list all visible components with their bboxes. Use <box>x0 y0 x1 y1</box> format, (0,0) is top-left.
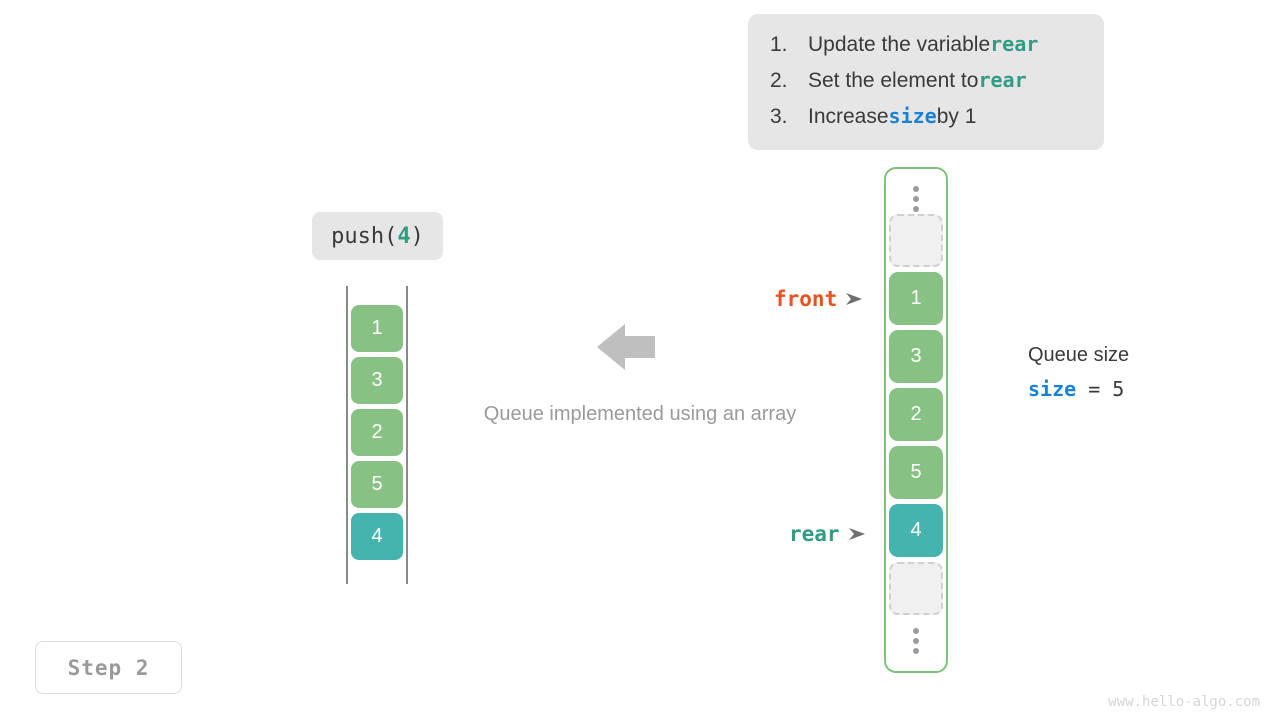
instruction-callout: 1. Update the variable rear 2. Set the e… <box>748 14 1104 150</box>
front-pointer-label: front <box>774 287 863 311</box>
push-argument-value: 4 <box>397 223 411 249</box>
site-watermark: www.hello-algo.com <box>1108 694 1260 710</box>
instruction-text-pre: Set the element to <box>808 69 979 92</box>
instruction-item-2: 2. Set the element to rear <box>770 68 1084 104</box>
instruction-number: 2. <box>770 69 788 92</box>
instruction-text-pre: Update the variable <box>808 33 991 56</box>
dot <box>913 638 919 644</box>
step-badge: Step 2 <box>35 641 182 694</box>
array-cell: 1 <box>351 305 403 352</box>
push-function-name: push( <box>331 223 398 249</box>
instruction-number: 1. <box>770 33 788 56</box>
dot <box>913 648 919 654</box>
array-representation: 1 3 2 5 4 <box>340 286 410 584</box>
dot <box>913 628 919 634</box>
instruction-item-1: 1. Update the variable rear <box>770 32 1084 68</box>
ellipsis-bottom-icon <box>913 628 919 654</box>
queue-size-title: Queue size <box>1028 344 1130 366</box>
array-bracket-left <box>346 286 348 584</box>
array-cell: 2 <box>351 409 403 456</box>
dot <box>913 206 919 212</box>
instruction-keyword-rear: rear <box>978 68 1027 92</box>
front-pointer-text: front <box>774 287 838 311</box>
queue-container: 1 3 2 5 4 <box>884 167 948 673</box>
queue-cell: 3 <box>889 330 943 383</box>
array-bracket-right <box>406 286 408 584</box>
array-cell-highlighted: 4 <box>351 513 403 560</box>
size-equals-sign: = <box>1076 377 1113 401</box>
queue-cell-empty <box>889 214 943 267</box>
instruction-keyword-rear: rear <box>990 32 1039 56</box>
size-variable-name: size <box>1028 377 1077 401</box>
rear-pointer-label: rear <box>789 522 866 546</box>
queue-cell: 2 <box>889 388 943 441</box>
arrow-right-icon <box>848 522 866 546</box>
queue-size-info: Queue size size = 5 <box>1028 344 1129 401</box>
diagram-caption: Queue implemented using an array <box>483 403 797 425</box>
push-paren-close: ) <box>410 223 424 249</box>
arrow-right-icon <box>846 287 863 311</box>
push-operation-label: push(4) <box>312 212 443 260</box>
instruction-text-post: by 1 <box>936 105 977 128</box>
dot <box>913 196 919 202</box>
dot <box>913 186 919 192</box>
queue-cell-rear: 4 <box>889 504 943 557</box>
queue-cell-list: 1 3 2 5 4 <box>889 214 943 615</box>
queue-size-expression: size = 5 <box>1028 377 1129 401</box>
instruction-keyword-size: size <box>888 104 937 128</box>
ellipsis-top-icon <box>913 186 919 212</box>
instruction-item-3: 3. Increase size by 1 <box>770 104 1084 140</box>
array-cell: 5 <box>351 461 403 508</box>
queue-cell: 5 <box>889 446 943 499</box>
array-cell-list: 1 3 2 5 4 <box>351 305 403 565</box>
queue-cell-empty <box>889 562 943 615</box>
array-cell: 3 <box>351 357 403 404</box>
instruction-number: 3. <box>770 105 788 128</box>
size-value: 5 <box>1112 377 1125 401</box>
rear-pointer-text: rear <box>789 522 840 546</box>
left-arrow-icon <box>597 322 655 372</box>
instruction-text-pre: Increase <box>808 105 889 128</box>
queue-cell-front: 1 <box>889 272 943 325</box>
